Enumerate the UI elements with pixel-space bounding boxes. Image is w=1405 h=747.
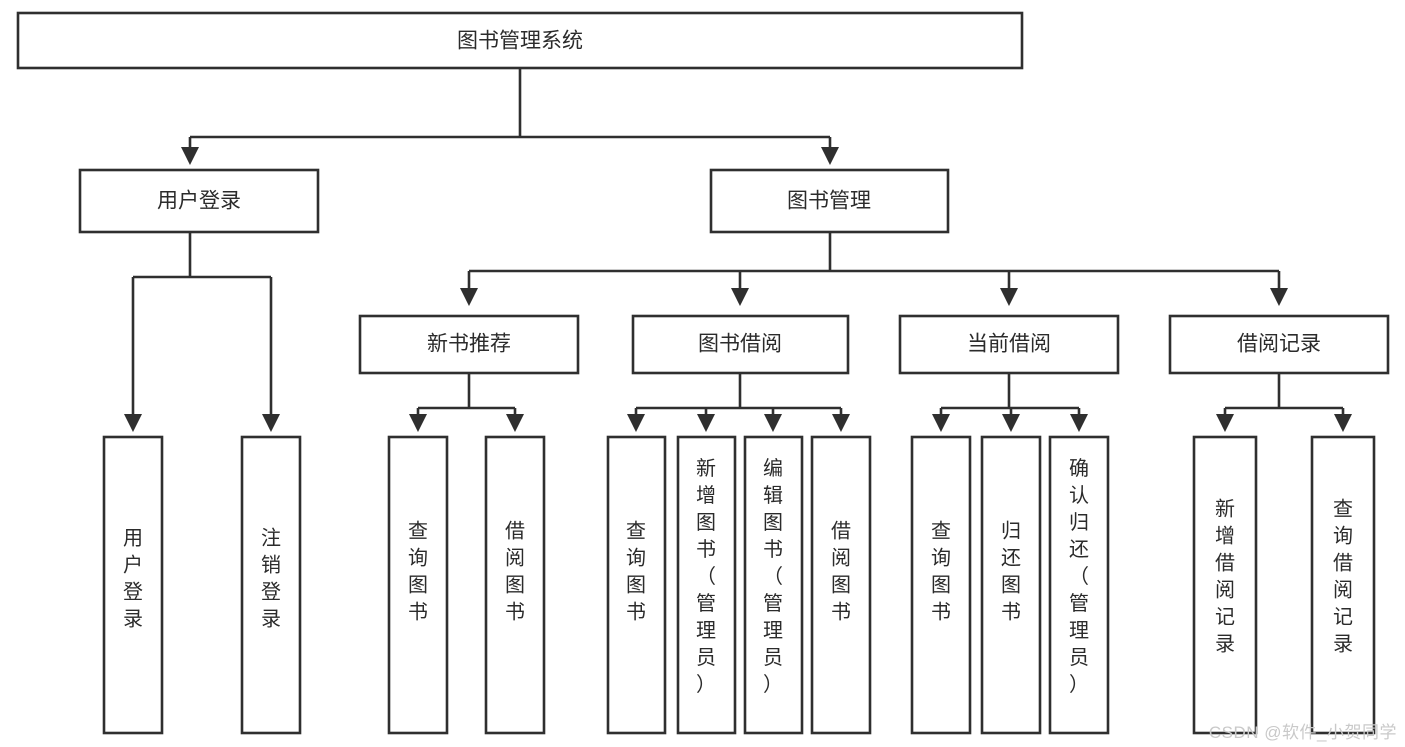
node-user-login-box[interactable] xyxy=(78,168,320,234)
node-book-manage-label: 图书管理 xyxy=(787,190,871,213)
node-leaf-return-book[interactable]: 归还图书 xyxy=(980,435,1042,735)
node-book-manage[interactable]: 图书管理 xyxy=(709,168,950,234)
node-leaf-query-book-3-box[interactable] xyxy=(910,435,972,735)
node-leaf-confirm-return[interactable]: 确认归还（管理员） xyxy=(1048,435,1110,735)
node-leaf-query-book-1[interactable]: 查询图书 xyxy=(387,435,449,735)
node-borrow-record-box[interactable] xyxy=(1168,314,1390,375)
node-new-book-recommend-box[interactable] xyxy=(358,314,580,375)
node-book-manage-box[interactable] xyxy=(709,168,950,234)
node-leaf-borrow-book-2-label: 借阅图书 xyxy=(831,520,851,624)
node-leaf-edit-book-box[interactable] xyxy=(743,435,804,735)
node-leaf-borrow-book-1[interactable]: 借阅图书 xyxy=(484,435,546,735)
node-leaf-borrow-book-2-box[interactable] xyxy=(810,435,872,735)
node-leaf-return-book-box[interactable] xyxy=(980,435,1042,735)
node-leaf-user-logout[interactable]: 注销登录 xyxy=(240,435,302,735)
node-leaf-user-logout-label: 注销登录 xyxy=(261,527,281,631)
node-new-book-recommend[interactable]: 新书推荐 xyxy=(358,314,580,375)
node-current-borrow-label: 当前借阅 xyxy=(967,333,1051,356)
node-leaf-user-login-label: 用户登录 xyxy=(123,528,143,631)
node-leaf-edit-book[interactable]: 编辑图书（管理员） xyxy=(743,435,804,735)
node-leaf-query-book-3[interactable]: 查询图书 xyxy=(910,435,972,735)
node-leaf-query-book-2-box[interactable] xyxy=(606,435,667,735)
node-leaf-add-record-box[interactable] xyxy=(1192,435,1258,735)
node-leaf-borrow-book-1-box[interactable] xyxy=(484,435,546,735)
node-leaf-confirm-return-label: 确认归还（管理员） xyxy=(1069,457,1089,696)
node-leaf-add-book-box[interactable] xyxy=(676,435,737,735)
node-leaf-query-book-1-label: 查询图书 xyxy=(408,520,428,624)
node-leaf-add-record-label: 新增借阅记录 xyxy=(1215,498,1235,656)
node-leaf-query-book-1-box[interactable] xyxy=(387,435,449,735)
node-leaf-add-book-label: 新增图书（管理员） xyxy=(696,457,716,696)
node-leaf-return-book-label: 归还图书 xyxy=(1001,520,1021,624)
node-root-label: 图书管理系统 xyxy=(457,30,583,53)
node-leaf-edit-book-label: 编辑图书（管理员） xyxy=(763,457,783,696)
node-leaf-user-logout-box[interactable] xyxy=(240,435,302,735)
node-current-borrow[interactable]: 当前借阅 xyxy=(898,314,1120,375)
node-leaf-user-login-box[interactable] xyxy=(102,435,164,735)
node-leaf-add-book[interactable]: 新增图书（管理员） xyxy=(676,435,737,735)
node-root-box[interactable] xyxy=(16,11,1024,70)
node-leaf-query-book-3-label: 查询图书 xyxy=(931,520,951,624)
node-book-borrow[interactable]: 图书借阅 xyxy=(631,314,850,375)
node-new-book-recommend-label: 新书推荐 xyxy=(427,333,511,356)
node-user-login-label: 用户登录 xyxy=(157,190,241,213)
node-leaf-query-record-box[interactable] xyxy=(1310,435,1376,735)
node-borrow-record[interactable]: 借阅记录 xyxy=(1168,314,1390,375)
node-root[interactable]: 图书管理系统 xyxy=(16,11,1024,70)
connector-layer xyxy=(123,68,1353,433)
node-book-borrow-box[interactable] xyxy=(631,314,850,375)
node-leaf-borrow-book-2[interactable]: 借阅图书 xyxy=(810,435,872,735)
node-leaf-query-record-label: 查询借阅记录 xyxy=(1333,498,1353,656)
node-leaf-query-book-2-label: 查询图书 xyxy=(626,520,646,624)
node-leaf-borrow-book-1-label: 借阅图书 xyxy=(505,520,525,624)
node-user-login[interactable]: 用户登录 xyxy=(78,168,320,234)
node-leaf-query-book-2[interactable]: 查询图书 xyxy=(606,435,667,735)
node-leaf-query-record[interactable]: 查询借阅记录 xyxy=(1310,435,1376,735)
node-leaf-add-record[interactable]: 新增借阅记录 xyxy=(1192,435,1258,735)
node-current-borrow-box[interactable] xyxy=(898,314,1120,375)
node-borrow-record-label: 借阅记录 xyxy=(1237,333,1321,356)
node-leaf-user-login[interactable]: 用户登录 xyxy=(102,435,164,735)
node-leaf-confirm-return-box[interactable] xyxy=(1048,435,1110,735)
node-book-borrow-label: 图书借阅 xyxy=(698,333,782,356)
